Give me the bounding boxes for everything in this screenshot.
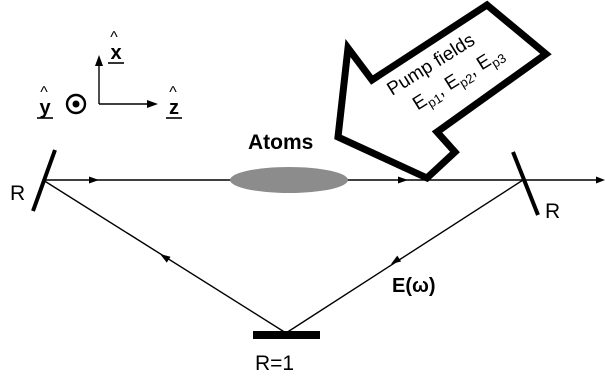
z-axis-hat: ^ (169, 84, 177, 101)
field-label: E(ω) (392, 275, 436, 297)
beam-arrow-left-icon (160, 254, 171, 263)
x-axis-arrowhead-icon (95, 55, 103, 66)
mirror-right (511, 151, 540, 216)
coordinate-axes: ^ x ^ z ^ y (37, 29, 182, 119)
pump-fields-arrow (334, 0, 552, 183)
x-axis-hat: ^ (110, 29, 118, 46)
mirror-bottom-label: R=1 (255, 352, 294, 375)
mirror-left-label: R (10, 182, 25, 205)
mirror-bottom (253, 331, 320, 339)
z-axis-label: z (169, 97, 179, 119)
cavity-beam-path (42, 176, 605, 334)
x-axis-label: x (110, 42, 121, 64)
beam-return-right (285, 179, 524, 334)
z-axis-arrowhead-icon (147, 100, 158, 108)
beam-arrow-1-icon (89, 176, 99, 184)
beam-arrow-right-icon (391, 255, 402, 264)
y-axis-hat: ^ (40, 84, 48, 101)
mirror-left (31, 149, 57, 212)
atoms-cloud (230, 167, 348, 193)
atoms-label: Atoms (248, 131, 313, 154)
mirror-right-label: R (545, 200, 560, 223)
dot-in-circle-icon (65, 93, 87, 115)
beam-exit-arrowhead-icon (596, 176, 605, 184)
y-axis-label: y (39, 97, 51, 119)
beam-arrow-2-icon (398, 176, 408, 184)
